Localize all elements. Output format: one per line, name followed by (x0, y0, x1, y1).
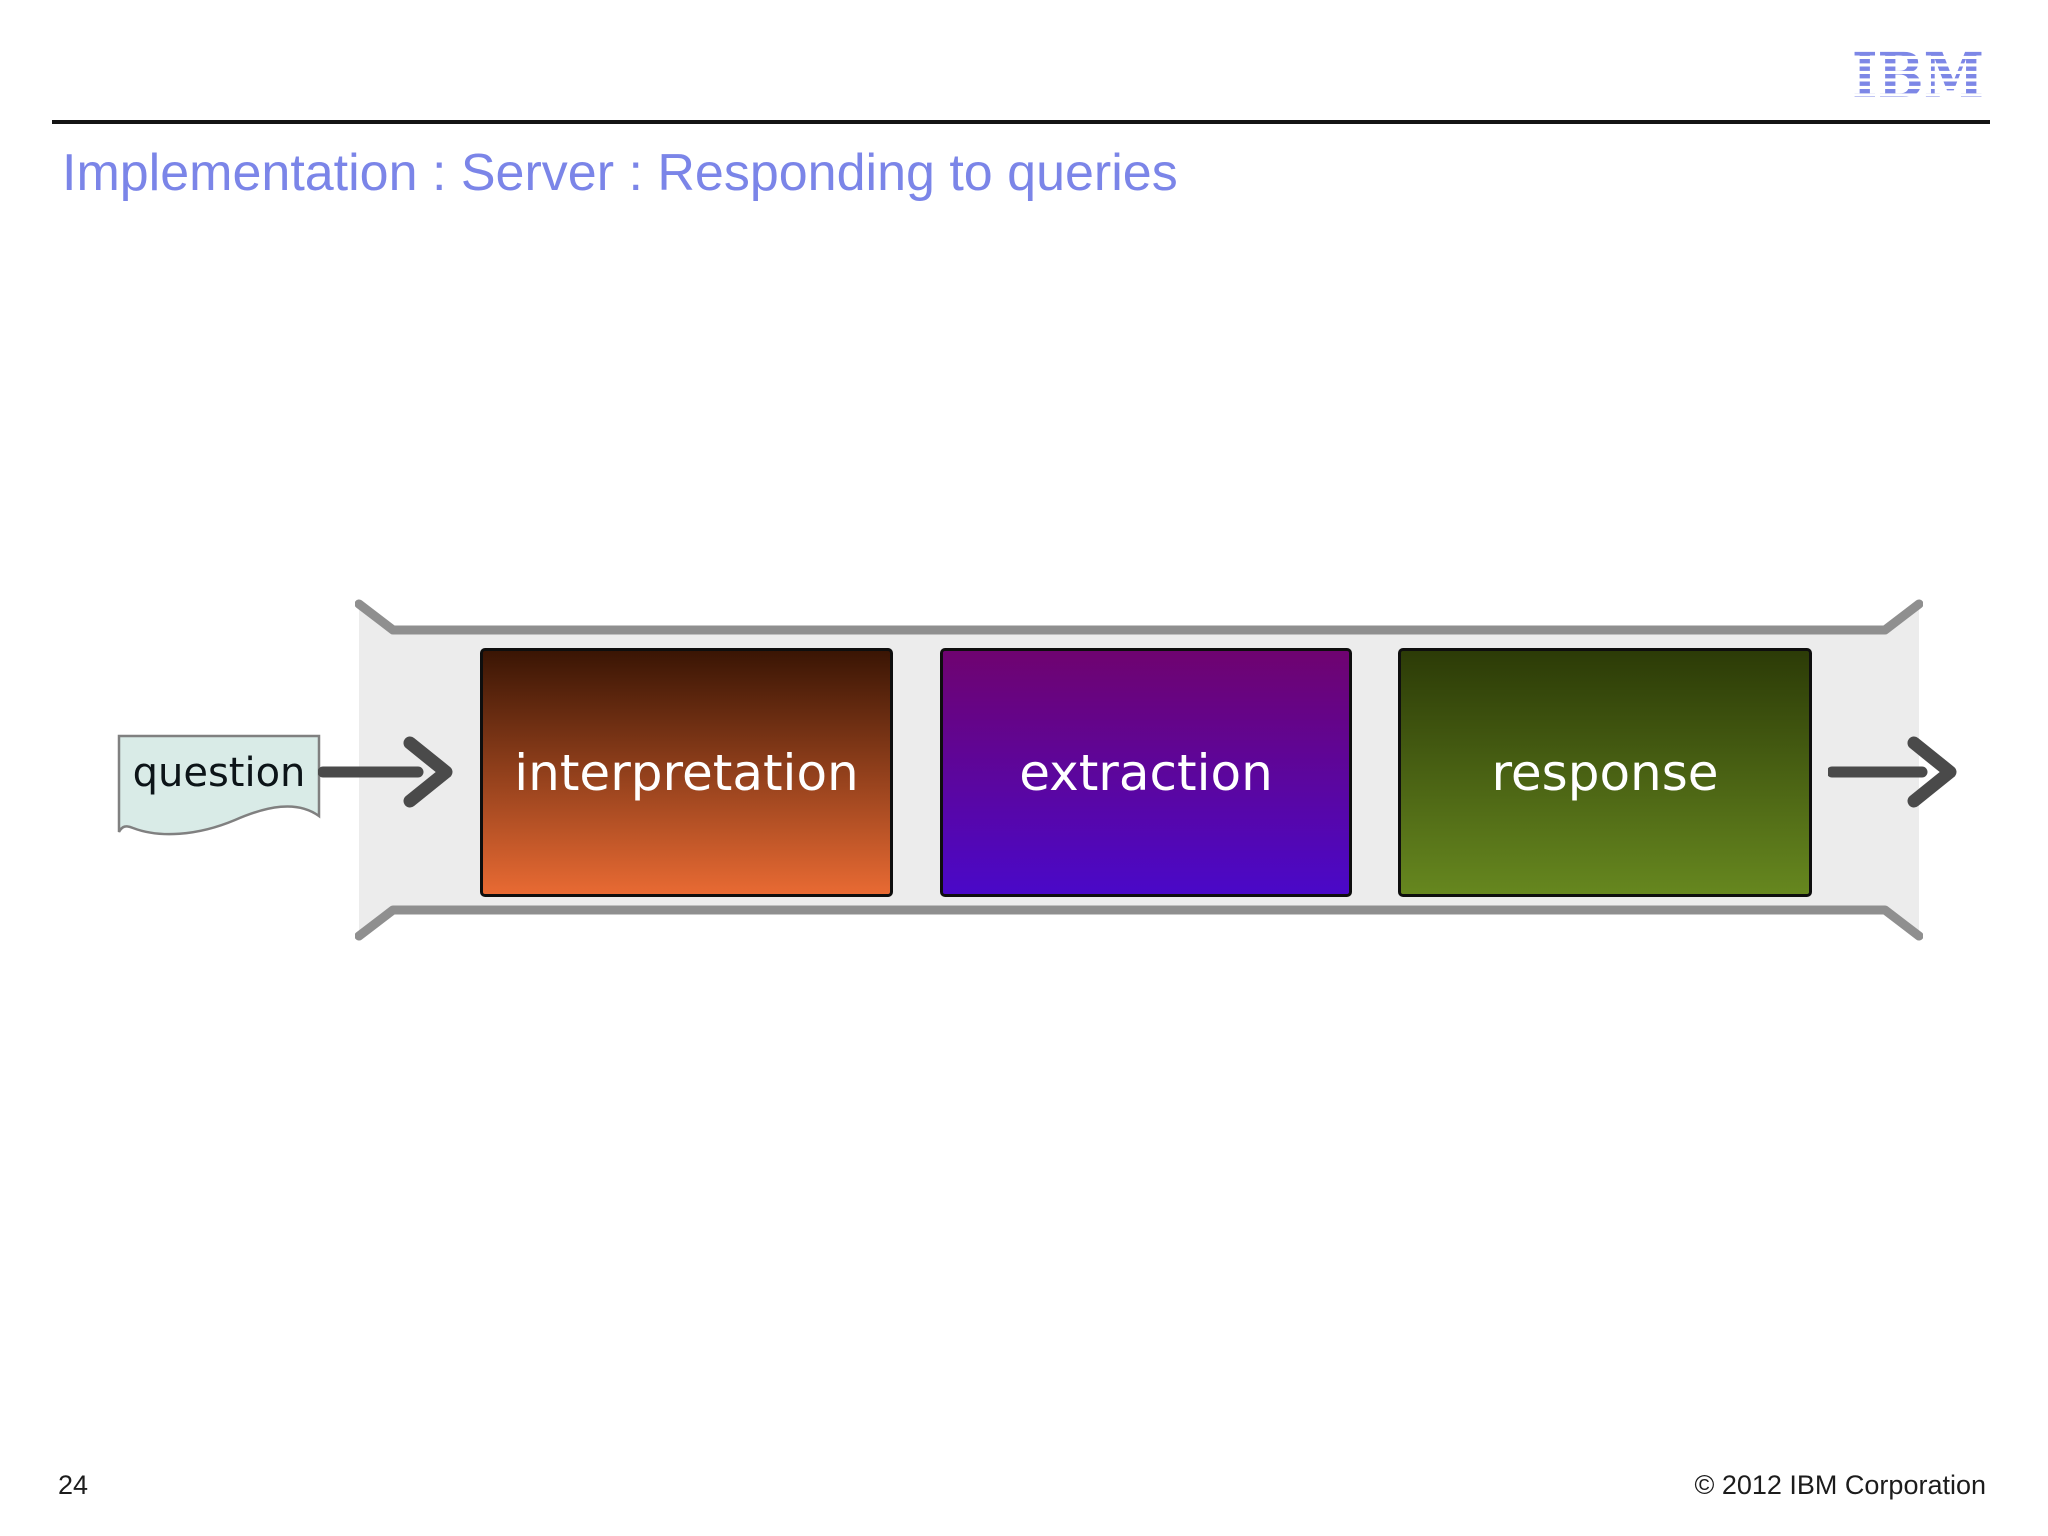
stage-box-interpretation: interpretation (480, 648, 893, 897)
stage-box-extraction: extraction (940, 648, 1352, 897)
question-label: question (132, 750, 306, 796)
ibm-logo-text: IBM (1852, 44, 1984, 104)
stage-label-extraction: extraction (1019, 743, 1273, 802)
stage-label-response: response (1491, 743, 1719, 802)
pipeline-band-top-border (355, 599, 1923, 635)
question-document-outline (117, 734, 321, 836)
output-arrow-icon (1828, 736, 1957, 808)
header-rule (52, 120, 1990, 124)
pipeline-band-bottom-border (355, 905, 1923, 941)
page-title: Implementation : Server : Responding to … (62, 144, 1178, 202)
question-document-shape (117, 734, 321, 836)
ibm-logo: IBM (1852, 44, 1984, 104)
input-arrow-icon (318, 736, 453, 808)
stage-box-response: response (1398, 648, 1812, 897)
copyright-notice: © 2012 IBM Corporation (1694, 1470, 1986, 1500)
stage-label-interpretation: interpretation (514, 743, 859, 802)
page-number: 24 (58, 1470, 89, 1500)
